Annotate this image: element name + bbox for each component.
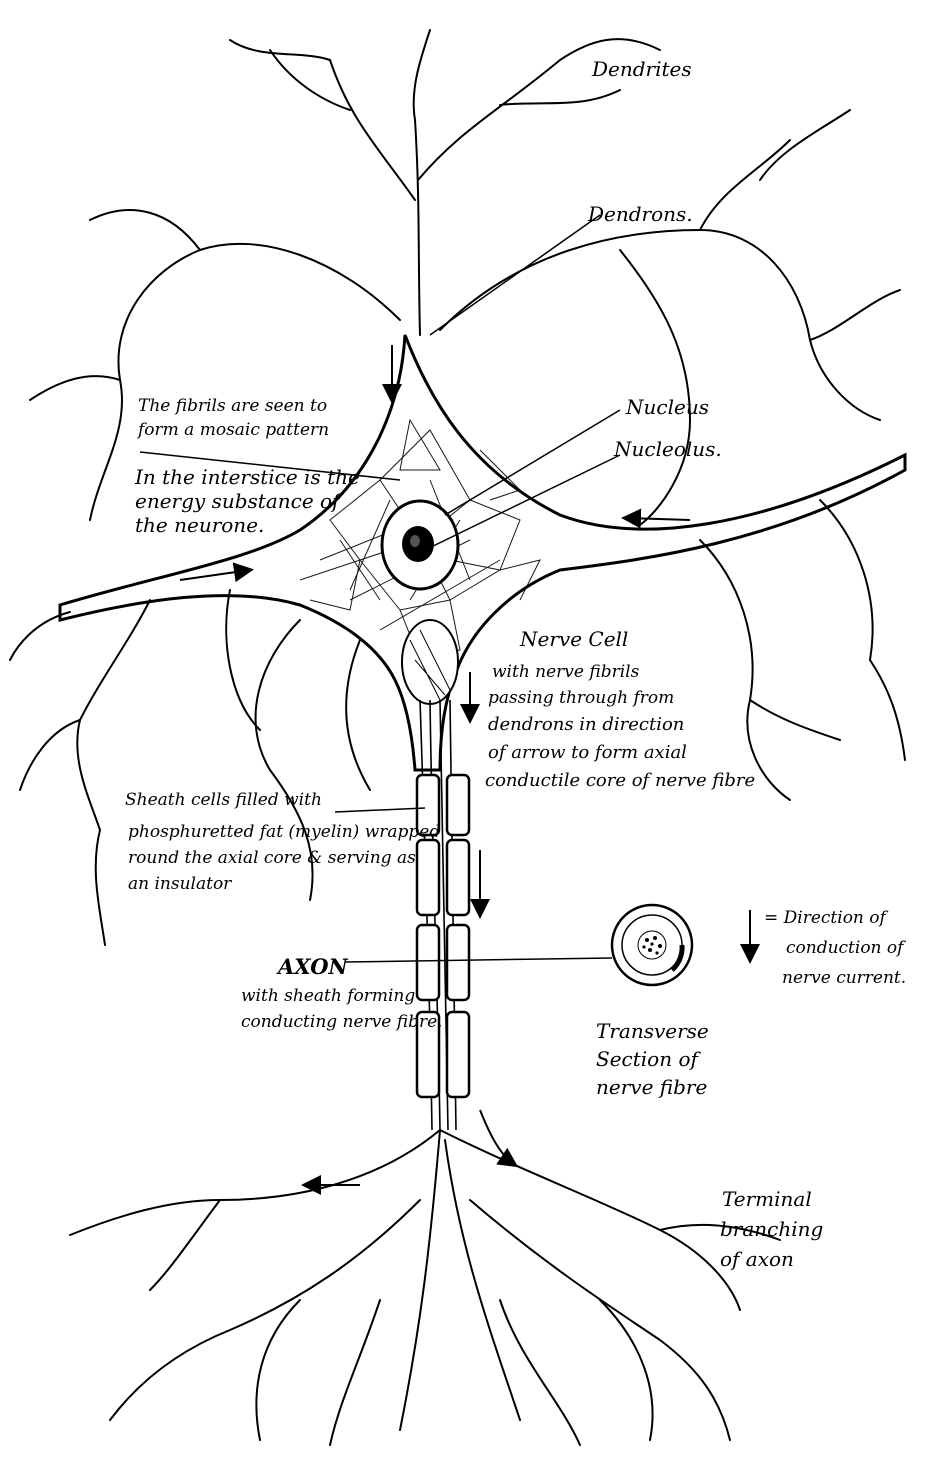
label-interstice-3: the neurone. [135, 513, 265, 537]
label-nerve-cell-4: of arrow to form axial [488, 742, 687, 763]
label-transverse-2: Section of [596, 1047, 698, 1071]
sheath-cells [415, 773, 471, 1099]
label-dendrites: Dendrites [592, 57, 692, 81]
label-sheath-4: an insulator [128, 874, 232, 894]
label-interstice-1: In the interstice is the [135, 465, 360, 489]
label-nerve-cell-3: dendrons in direction [488, 714, 685, 735]
sheath-cell [415, 773, 441, 837]
transverse-section [610, 903, 694, 987]
label-nucleolus: Nucleolus. [614, 437, 722, 461]
terminal-branches [69, 1129, 781, 1446]
label-nerve-cell-1: with nerve fibrils [492, 662, 640, 682]
sheath-cell [445, 923, 471, 1002]
sheath-cell [445, 1010, 471, 1099]
label-nerve-cell: Nerve Cell [520, 627, 629, 651]
sheath-cell [415, 838, 441, 917]
label-axon: AXON [278, 954, 348, 979]
sheath-cell [445, 773, 471, 837]
label-sheath-2: phosphuretted fat (myelin) wrapped [128, 822, 441, 842]
label-sheath-1: Sheath cells filled with [125, 790, 322, 810]
label-interstice-2: energy substance of [135, 489, 340, 513]
arrow-terminal-right [479, 1109, 519, 1168]
label-dendrons: Dendrons. [588, 202, 693, 226]
dendrite-branches [9, 29, 906, 946]
arrow-right-process [621, 508, 691, 529]
leader-lines [139, 214, 621, 963]
label-terminal-1: Terminal [722, 1187, 812, 1211]
label-axon-1: with sheath forming [241, 986, 416, 1006]
label-axon-2: conducting nerve fibre. [241, 1012, 443, 1032]
direction-arrows [179, 345, 760, 1195]
label-terminal-3: of axon [720, 1247, 794, 1271]
label-legend-1: = Direction of [764, 908, 886, 928]
sheath-cell [445, 838, 471, 917]
label-nerve-cell-2: passing through from [488, 688, 675, 708]
label-legend-2: conduction of [786, 938, 904, 958]
label-fibrils-2: form a mosaic pattern [138, 420, 330, 440]
label-transverse-3: nerve fibre [596, 1075, 708, 1099]
label-terminal-2: branching [720, 1217, 824, 1241]
label-nerve-cell-5: conductile core of nerve fibre [485, 770, 756, 791]
arrow-left-process [179, 562, 254, 583]
label-legend-3: nerve current. [782, 968, 907, 988]
label-nucleus: Nucleus [626, 395, 709, 419]
label-sheath-3: round the axial core & serving as [128, 848, 416, 868]
axon-hillock-cell [401, 619, 459, 705]
label-transverse-1: Transverse [596, 1019, 709, 1043]
sheath-cell [415, 923, 441, 1002]
sheath-cell [415, 1010, 441, 1099]
label-fibrils-1: The fibrils are seen to [138, 396, 328, 416]
